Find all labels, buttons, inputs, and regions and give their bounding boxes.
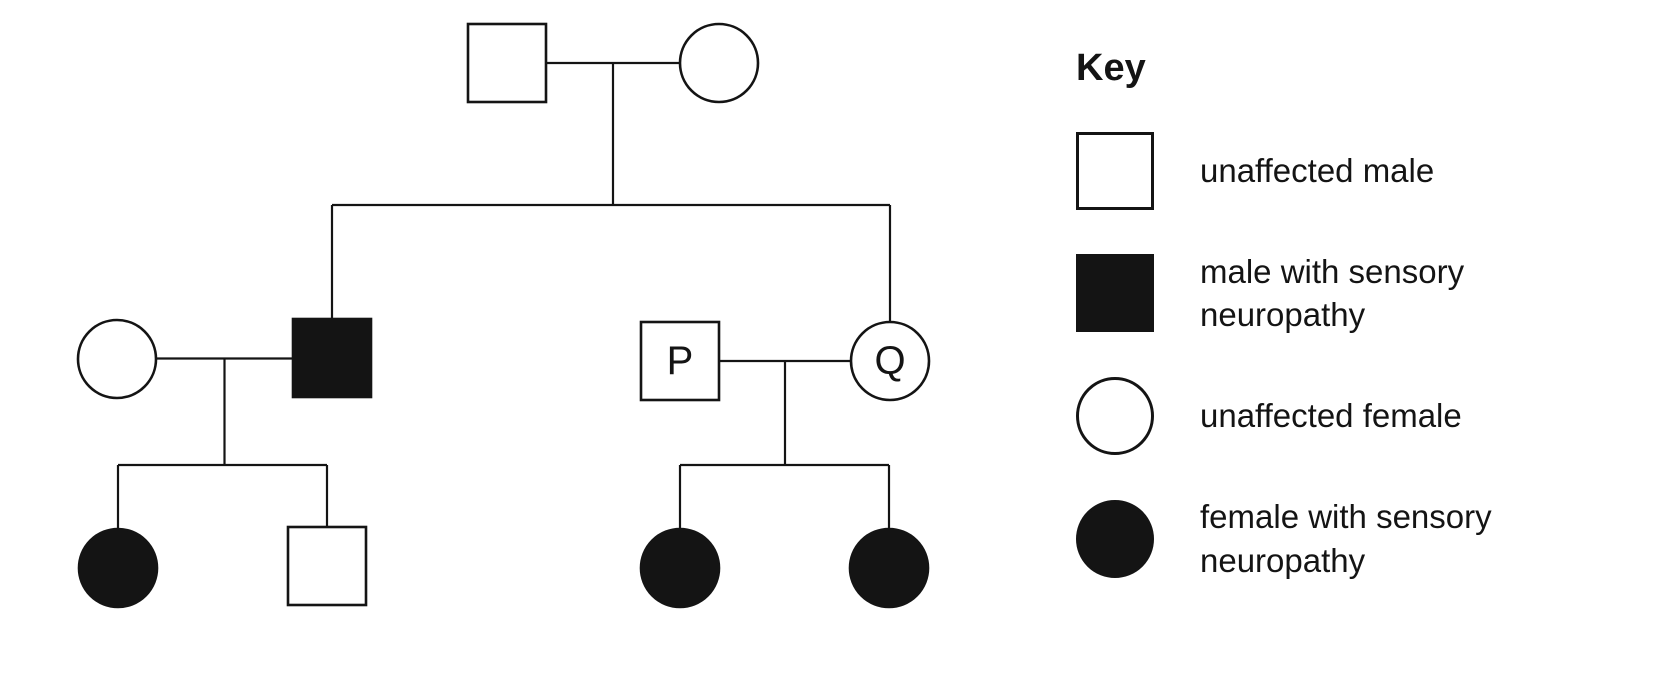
unaffected-female-symbol [1076, 377, 1154, 456]
key-label-affected-male: male with sensory neuropathy [1200, 252, 1465, 334]
individual-III-4-female-affected [848, 527, 930, 609]
individual-III-3-female-affected [639, 527, 721, 609]
individual-II-2-male-affected [291, 317, 373, 399]
key-panel: Key unaffected male male with sensory ne… [1076, 46, 1545, 583]
individual-I-2-female-unaffected [678, 22, 760, 104]
individual-II-3-male-unaffected [639, 320, 721, 402]
key-label-unaffected-male: unaffected male [1200, 151, 1435, 189]
key-label-unaffected-female: unaffected female [1200, 397, 1462, 435]
individual-III-2-male-unaffected [286, 525, 368, 607]
key-row-unaffected-female: unaffected female [1076, 377, 1462, 456]
key-title: Key [1076, 47, 1146, 89]
unaffected-male-symbol [1076, 131, 1154, 210]
key-row-unaffected-male: unaffected male [1076, 131, 1435, 210]
key-row-affected-female: female with sensory neuropathy [1076, 495, 1545, 583]
key-label-affected-female: female with sensory neuropathy [1200, 498, 1492, 580]
affected-female-symbol [1076, 500, 1154, 579]
individual-II-4-female-unaffected [849, 320, 931, 402]
individual-II-1-female-unaffected [76, 318, 158, 400]
individual-label-Q: Q [874, 339, 905, 383]
individual-label-P: P [667, 339, 694, 383]
key-row-affected-male: male with sensory neuropathy [1076, 250, 1545, 338]
individual-I-1-male-unaffected [466, 22, 548, 104]
individual-III-1-female-affected [77, 527, 159, 609]
affected-male-symbol [1076, 254, 1154, 333]
